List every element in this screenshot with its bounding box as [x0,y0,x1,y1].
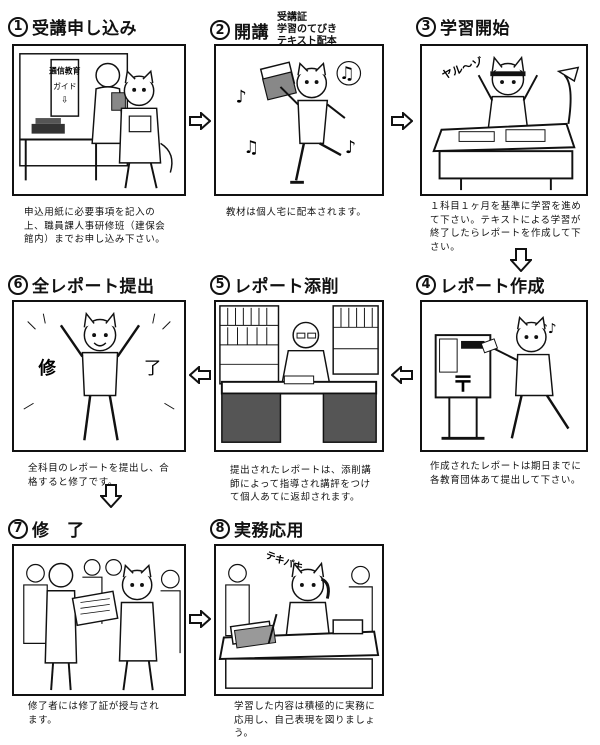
material-item: 受講証 [277,12,307,23]
step-7-description: 修了者には修了証が授与されます。 [28,701,160,726]
step-label: 開講 [234,22,269,43]
arrow-right-icon [391,112,413,130]
arrow-left-icon [189,366,211,384]
step-label: 学習開始 [440,19,510,39]
step-3-description: １科目１ヶ月を基準に学習を進めて下さい。テキストによる学習が終了したらレポートを… [430,201,582,253]
svg-text:♪: ♪ [345,138,356,158]
step-number: 4 [416,274,436,295]
shout-text: ヤル〜ゾ [440,55,485,82]
step-number: 7 [8,518,28,539]
svg-text:⇩: ⇩ [61,95,68,105]
material-item: 学習のてびき [277,24,337,35]
step-label: レポート添削 [234,277,339,297]
step-number: 8 [210,518,230,539]
step-8-illustration: テキパキ [214,544,384,696]
step-4-description: 作成されたレポートは期日までに各教育団体あて提出して下さい。 [430,461,582,486]
arrow-down-icon [100,484,122,508]
step-number: 5 [210,274,230,295]
step-1-illustration: 通信教育 ガイド ⇩ [12,44,186,196]
step-2-illustration: ♪ ♫ ♫ ♪ [214,44,384,196]
badge-right-text: 了 [144,359,162,379]
svg-text:ガイド: ガイド [53,81,76,91]
step-5-illustration [214,300,384,452]
arrow-down-icon [510,248,532,272]
step-4-illustration: ♪♪ 〒 [420,300,588,452]
step-7-illustration [12,544,186,696]
guide-sign-text: 通信教育 [49,65,80,75]
step-label: レポート作成 [440,277,545,297]
step-number: 6 [8,274,28,295]
step-5-description: 提出されたレポートは、添削講師によって指導され講評をつけて個人あてに返却されます… [230,465,372,503]
step-1-title: 1 受講申し込み [8,14,137,39]
step-label: 全レポート提出 [32,277,155,297]
step-number: 3 [416,16,436,37]
badge-left-text: 修 [37,358,56,379]
step-4-title: 4 レポート作成 [416,272,545,297]
material-item: テキスト配本 [277,36,337,47]
arrow-right-icon [189,112,211,130]
step-8-description: 学習した内容は積極的に実務に応用し、自己表現を図りましょう。 [234,701,376,739]
step-label: 受講申し込み [32,19,137,39]
svg-text:♪: ♪ [236,87,247,107]
svg-text:♫: ♫ [243,138,259,158]
step-1-description: 申込用紙に必要事項を記入の上、職員課人事研修班（建保会館内）までお申し込み下さい… [24,207,166,245]
step-number: 2 [210,20,230,40]
arrow-right-icon [189,610,211,628]
step-2-description: 教材は個人宅に配本されます。 [226,207,367,218]
step-5-title: 5 レポート添削 [210,272,339,297]
arrow-left-icon [391,366,413,384]
svg-text:♫: ♫ [339,64,355,84]
step-6-description: 全科目のレポートを提出し、合格すると修了です。 [28,463,170,488]
postbox-symbol: 〒 [452,373,473,398]
step-number: 1 [8,16,28,37]
step-3-title: 3 学習開始 [416,14,510,39]
step-3-illustration: ヤル〜ゾ [420,44,588,196]
step-6-illustration: 修 了 [12,300,186,452]
step-8-title: 8 実務応用 [210,516,304,541]
step-label: 実務応用 [234,521,304,541]
step-2-title: 2 開講 受講証 学習のてびき テキスト配本 [210,12,337,48]
step-2-materials: 受講証 学習のてびき テキスト配本 [277,12,337,48]
step-label: 修 了 [32,521,85,541]
step-7-title: 7 修 了 [8,516,85,541]
step-6-title: 6 全レポート提出 [8,272,155,297]
